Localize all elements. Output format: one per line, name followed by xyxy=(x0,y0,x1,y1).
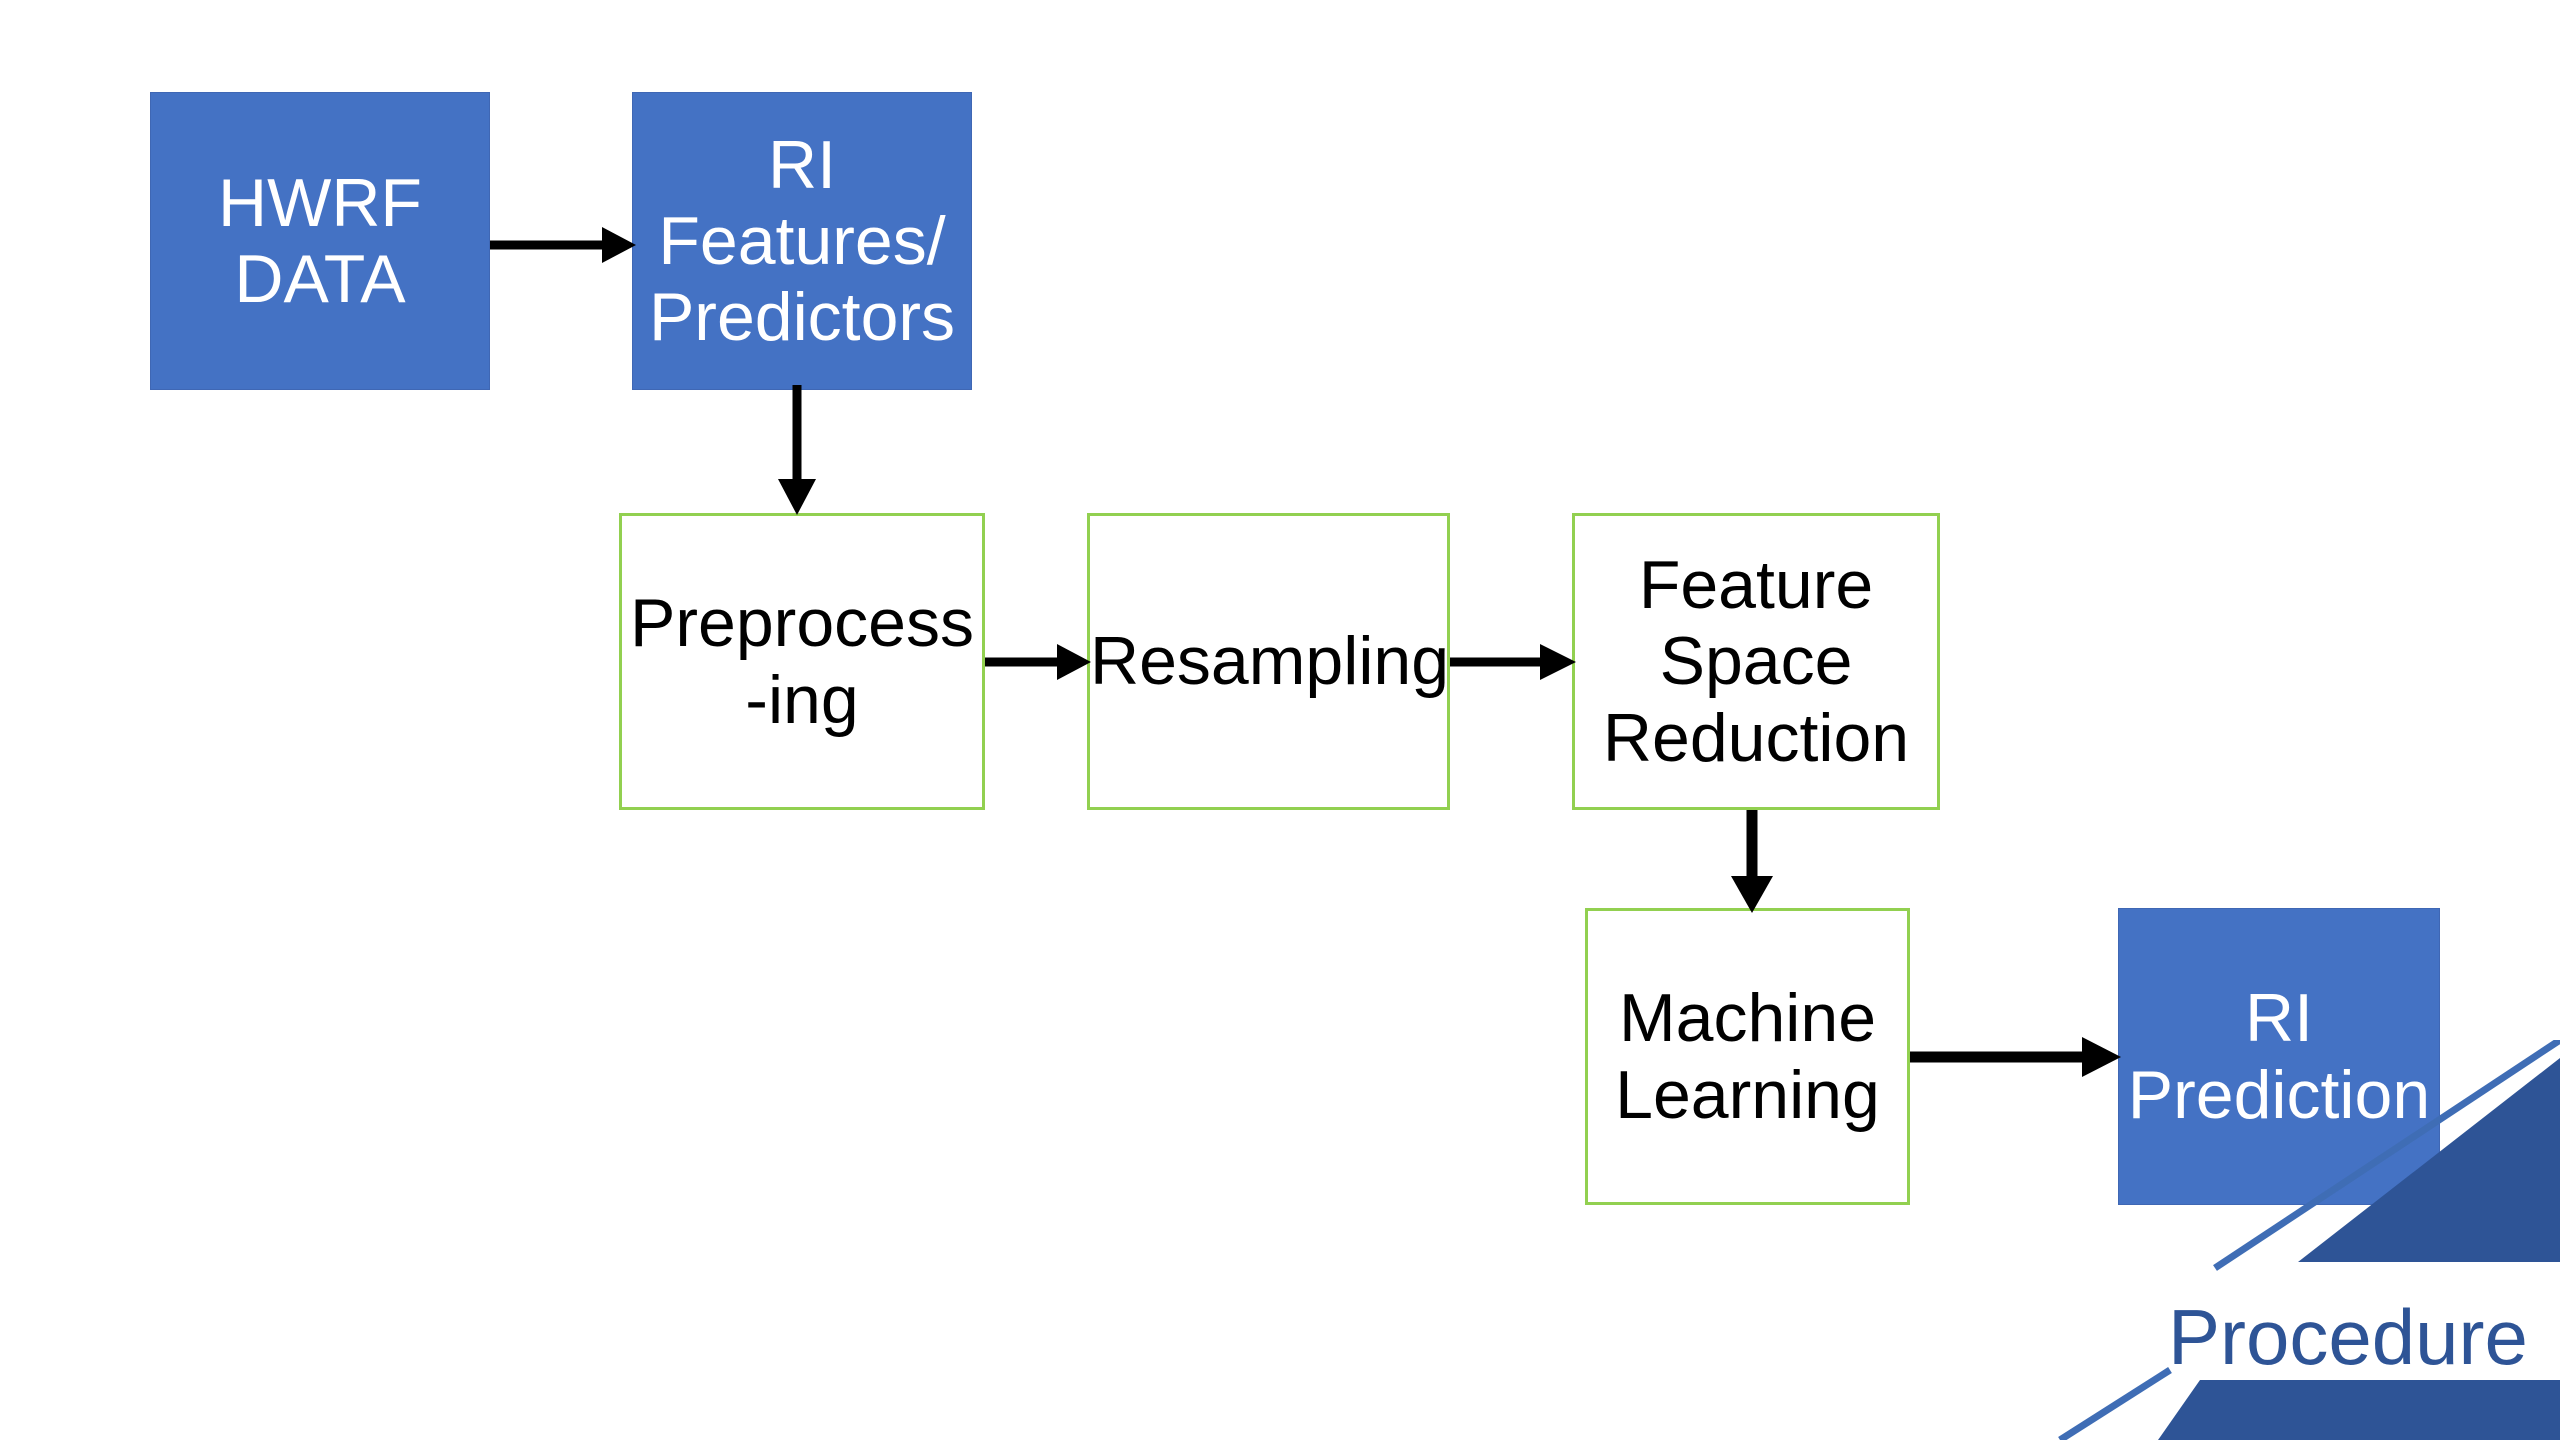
node-feature-space-reduction[interactable]: Feature Space Reduction xyxy=(1572,513,1940,810)
node-ri-prediction-label: RI Prediction xyxy=(2127,980,2431,1133)
node-preprocessing-label: Preprocess -ing xyxy=(630,585,974,738)
arrow-preprocessing-to-resampling xyxy=(985,632,1095,692)
node-preprocessing[interactable]: Preprocess -ing xyxy=(619,513,985,810)
node-hwrf-data[interactable]: HWRF DATA xyxy=(150,92,490,390)
arrow-ml-to-prediction xyxy=(1910,1027,2125,1087)
node-resampling[interactable]: Resampling xyxy=(1087,513,1450,810)
node-machine-learning-label: Machine Learning xyxy=(1615,980,1880,1133)
corner-bottom-diagonal-line xyxy=(2058,1367,2172,1440)
arrow-resampling-to-feature-space xyxy=(1450,632,1580,692)
node-ri-features-label: RI Features/ Predictors xyxy=(648,126,956,356)
node-hwrf-data-label: HWRF DATA xyxy=(218,164,422,317)
corner-bottom-bar xyxy=(2158,1380,2560,1440)
node-ri-prediction[interactable]: RI Prediction xyxy=(2118,908,2440,1205)
arrow-features-to-preprocessing xyxy=(767,385,827,517)
arrow-feature-space-to-ml xyxy=(1722,810,1782,915)
node-resampling-label: Resampling xyxy=(1090,623,1450,700)
arrow-hwrf-to-features xyxy=(490,215,640,275)
node-ri-features[interactable]: RI Features/ Predictors xyxy=(632,92,972,390)
node-feature-space-reduction-label: Feature Space Reduction xyxy=(1602,547,1910,776)
node-machine-learning[interactable]: Machine Learning xyxy=(1585,908,1910,1205)
slide-footer-title: Procedure xyxy=(2168,1293,2528,1381)
